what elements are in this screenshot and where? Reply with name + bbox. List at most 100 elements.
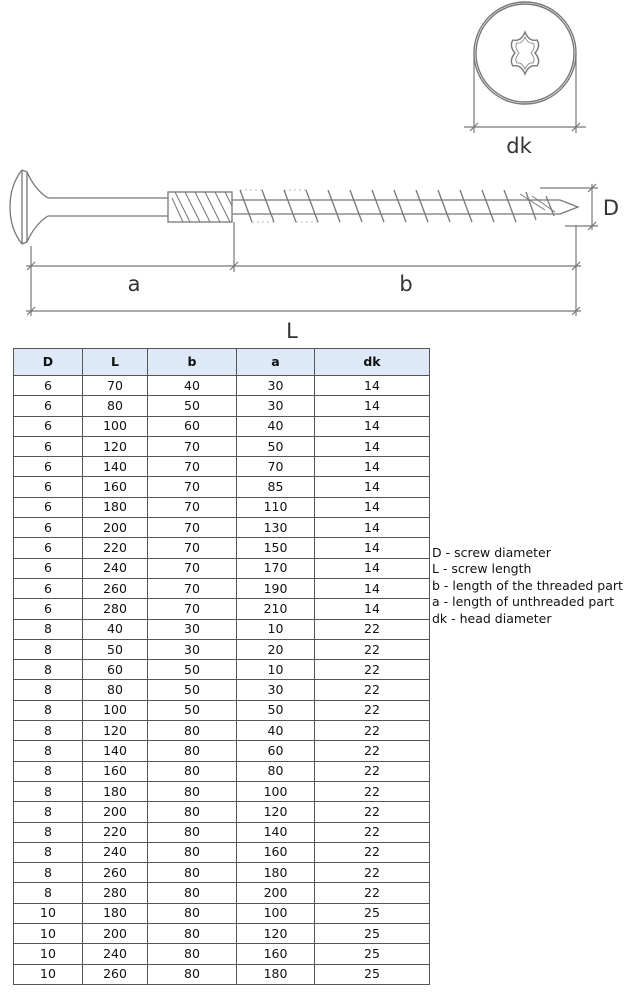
table-cell: 70 xyxy=(147,435,237,458)
table-cell: 180 xyxy=(82,496,148,519)
table-cell: 40 xyxy=(82,618,148,640)
table-cell: 10 xyxy=(236,659,315,681)
table-cell: 50 xyxy=(82,638,148,661)
table-cell: 8 xyxy=(13,740,83,762)
table-cell: 85 xyxy=(236,476,315,498)
table-cell: 120 xyxy=(236,923,315,945)
table-cell: 240 xyxy=(82,841,148,864)
table-cell: 100 xyxy=(82,415,148,437)
table-cell: 8 xyxy=(13,760,83,782)
table-cell: 6 xyxy=(13,557,83,579)
table-cell: 6 xyxy=(13,395,83,417)
table-cell: 200 xyxy=(82,517,148,539)
table-cell: 8 xyxy=(13,882,83,904)
table-cell: 80 xyxy=(147,740,237,762)
table-cell: 22 xyxy=(314,841,430,864)
legend: D - screw diameter L - screw length b - … xyxy=(432,545,623,627)
table-cell: 160 xyxy=(236,943,315,965)
table-cell: 160 xyxy=(236,841,315,864)
table-cell: 10 xyxy=(13,963,83,985)
D-label: D xyxy=(603,196,619,220)
table-cell: 60 xyxy=(147,415,237,437)
table-cell: 30 xyxy=(236,374,315,397)
table-cell: 14 xyxy=(314,374,430,397)
table-cell: 8 xyxy=(13,659,83,681)
table-cell: 22 xyxy=(314,720,430,742)
table-cell: 160 xyxy=(82,760,148,782)
table-cell: 50 xyxy=(147,699,237,722)
table-cell: 50 xyxy=(236,699,315,722)
table-cell: 140 xyxy=(82,740,148,762)
table-cell: 80 xyxy=(82,395,148,417)
table-cell: 25 xyxy=(314,943,430,965)
table-cell: 120 xyxy=(82,720,148,742)
table-cell: 150 xyxy=(236,537,315,559)
table-cell: 14 xyxy=(314,557,430,579)
table-cell: 14 xyxy=(314,517,430,539)
table-cell: 25 xyxy=(314,902,430,925)
table-cell: 80 xyxy=(147,902,237,925)
table-cell: 22 xyxy=(314,659,430,681)
table-cell: 200 xyxy=(82,801,148,823)
table-cell: 200 xyxy=(82,923,148,945)
table-cell: 8 xyxy=(13,780,83,803)
table-cell: 22 xyxy=(314,740,430,762)
table-cell: 22 xyxy=(314,801,430,823)
table-cell: 22 xyxy=(314,882,430,904)
table-cell: 10 xyxy=(13,943,83,965)
table-cell: 280 xyxy=(82,882,148,904)
table-cell: 14 xyxy=(314,496,430,519)
table-cell: 70 xyxy=(236,456,315,478)
dk-dimension xyxy=(464,55,586,133)
legend-item-b: b - length of the threaded part xyxy=(432,577,623,593)
table-cell: 8 xyxy=(13,862,83,884)
table-cell: 6 xyxy=(13,496,83,519)
table-cell: 6 xyxy=(13,415,83,437)
legend-item-dk: dk - head diameter xyxy=(432,610,552,626)
table-cell: 20 xyxy=(236,638,315,661)
table-cell: 6 xyxy=(13,517,83,539)
table-cell: 10 xyxy=(13,923,83,945)
table-cell: 170 xyxy=(236,557,315,579)
table-cell: 30 xyxy=(236,395,315,417)
table-cell: 50 xyxy=(147,395,237,417)
table-cell: 70 xyxy=(147,496,237,519)
column-header-b: b xyxy=(147,348,237,376)
table-cell: 50 xyxy=(147,659,237,681)
table-cell: 110 xyxy=(236,496,315,519)
table-cell: 30 xyxy=(236,679,315,701)
table-cell: 50 xyxy=(236,435,315,458)
table-cell: 25 xyxy=(314,963,430,985)
table-cell: 260 xyxy=(82,577,148,600)
table-cell: 80 xyxy=(147,760,237,782)
table-cell: 200 xyxy=(236,882,315,904)
L-label: L xyxy=(286,319,298,343)
table-cell: 22 xyxy=(314,679,430,701)
table-cell: 22 xyxy=(314,760,430,782)
table-cell: 30 xyxy=(147,618,237,640)
table-cell: 70 xyxy=(147,577,237,600)
table-cell: 70 xyxy=(147,598,237,620)
table-cell: 22 xyxy=(314,638,430,661)
table-cell: 14 xyxy=(314,476,430,498)
table-cell: 100 xyxy=(82,699,148,722)
table-cell: 100 xyxy=(236,780,315,803)
b-label: b xyxy=(399,272,412,296)
